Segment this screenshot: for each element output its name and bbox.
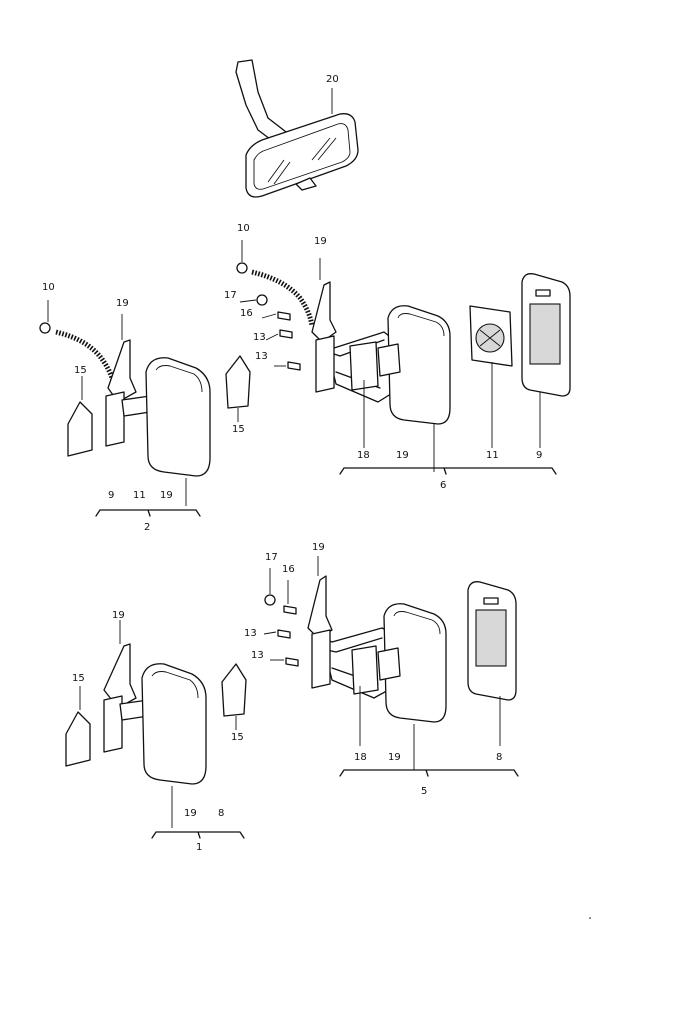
callout-19: 19 bbox=[116, 298, 129, 309]
group-label-6: 6 bbox=[440, 480, 446, 491]
mirror-assembly-1 bbox=[65, 620, 247, 839]
callout-labels: 20 10 19 17 16 13 13 18 19 11 9 6 10 19 … bbox=[42, 74, 542, 853]
callout-10: 10 bbox=[237, 223, 250, 234]
group-label-5: 5 bbox=[421, 786, 427, 797]
callout-17: 17 bbox=[265, 552, 278, 563]
callout-16: 16 bbox=[282, 564, 295, 575]
callout-13: 13 bbox=[255, 351, 268, 362]
callout-11: 11 bbox=[133, 490, 146, 501]
callout-15: 15 bbox=[74, 365, 87, 376]
callout-19: 19 bbox=[312, 542, 325, 553]
group-label-1: 1 bbox=[196, 842, 202, 853]
interior-mirror bbox=[235, 59, 359, 198]
callout-15: 15 bbox=[231, 732, 244, 743]
callout-18: 18 bbox=[354, 752, 367, 763]
callout-20: 20 bbox=[326, 74, 339, 85]
bracket-2 bbox=[95, 509, 201, 517]
mirror-glass-8 bbox=[467, 581, 517, 746]
group-label-2: 2 bbox=[144, 522, 150, 533]
callout-19: 19 bbox=[160, 490, 173, 501]
callout-15: 15 bbox=[232, 424, 245, 435]
callout-13: 13 bbox=[251, 650, 264, 661]
callout-17: 17 bbox=[224, 290, 237, 301]
callout-13: 13 bbox=[253, 332, 266, 343]
screw-17-16-13 bbox=[239, 294, 301, 371]
callout-19: 19 bbox=[388, 752, 401, 763]
callout-19: 19 bbox=[396, 450, 409, 461]
bracket-1 bbox=[151, 831, 245, 839]
callout-8: 8 bbox=[218, 808, 224, 819]
callout-19: 19 bbox=[314, 236, 327, 247]
screw-17-16-13-lower bbox=[263, 568, 299, 667]
bracket-6 bbox=[339, 467, 557, 475]
speck bbox=[589, 917, 591, 919]
callout-11: 11 bbox=[486, 450, 499, 461]
callout-10: 10 bbox=[42, 282, 55, 293]
callout-16: 16 bbox=[240, 308, 253, 319]
glass-plate-11 bbox=[469, 305, 513, 448]
callout-19: 19 bbox=[184, 808, 197, 819]
callout-13: 13 bbox=[244, 628, 257, 639]
callout-19: 19 bbox=[112, 610, 125, 621]
mirror-assembly-5 bbox=[263, 556, 519, 777]
callout-15: 15 bbox=[72, 673, 85, 684]
callout-9: 9 bbox=[536, 450, 542, 461]
bracket-5 bbox=[339, 769, 519, 777]
callout-18: 18 bbox=[357, 450, 370, 461]
mirror-glass-9 bbox=[521, 273, 571, 448]
callout-8: 8 bbox=[496, 752, 502, 763]
mirror-assembly-6 bbox=[236, 240, 571, 475]
mirror-assembly-2 bbox=[39, 300, 251, 517]
callout-9: 9 bbox=[108, 490, 114, 501]
